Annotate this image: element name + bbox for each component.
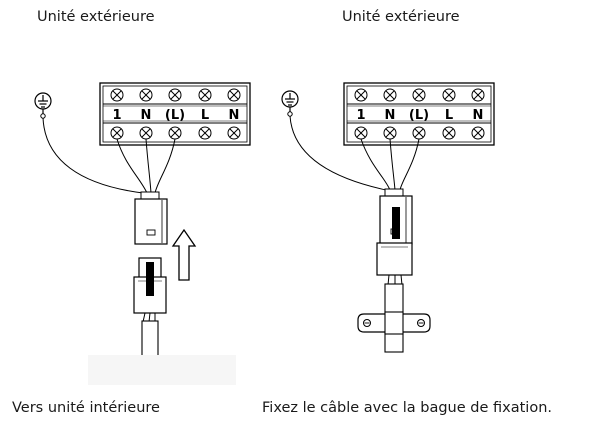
left-terminal-label: (L) <box>165 108 185 123</box>
left-terminal-block: 1 N (L) L N <box>99 82 251 146</box>
left-terminal-screws-top <box>110 88 241 102</box>
left-connector-housing <box>134 191 168 245</box>
right-terminal-block: 1 N (L) L N <box>343 82 495 146</box>
left-ground-icon <box>34 92 52 119</box>
right-terminal-label: N <box>473 108 484 123</box>
right-terminal-label: L <box>445 108 453 123</box>
left-placeholder-block <box>88 355 236 385</box>
left-terminal-label: N <box>229 108 240 123</box>
right-panel-caption: Fixez le câble avec la bague de fixation… <box>262 400 552 416</box>
left-panel-caption: Vers unité intérieure <box>12 400 160 416</box>
right-terminal-label: N <box>385 108 396 123</box>
right-terminal-label: 1 <box>356 108 365 123</box>
right-terminal-screws-top <box>354 88 485 102</box>
left-terminal-screws-bottom <box>110 126 241 140</box>
right-ground-icon <box>281 90 299 117</box>
right-panel-title: Unité extérieure <box>342 9 460 25</box>
fixing-clamp <box>357 311 431 335</box>
right-terminal-label: (L) <box>409 108 429 123</box>
left-panel: 1 N (L) L N <box>34 82 251 385</box>
left-terminal-label: L <box>201 108 209 123</box>
left-panel-title: Unité extérieure <box>37 9 155 25</box>
right-panel: 1 N (L) L N <box>281 82 495 353</box>
left-wires <box>42 117 176 194</box>
left-terminal-label: N <box>141 108 152 123</box>
right-wires <box>289 115 420 191</box>
left-connector-plug <box>133 257 167 358</box>
insert-arrow-icon <box>171 228 197 281</box>
left-terminal-label: 1 <box>112 108 121 123</box>
